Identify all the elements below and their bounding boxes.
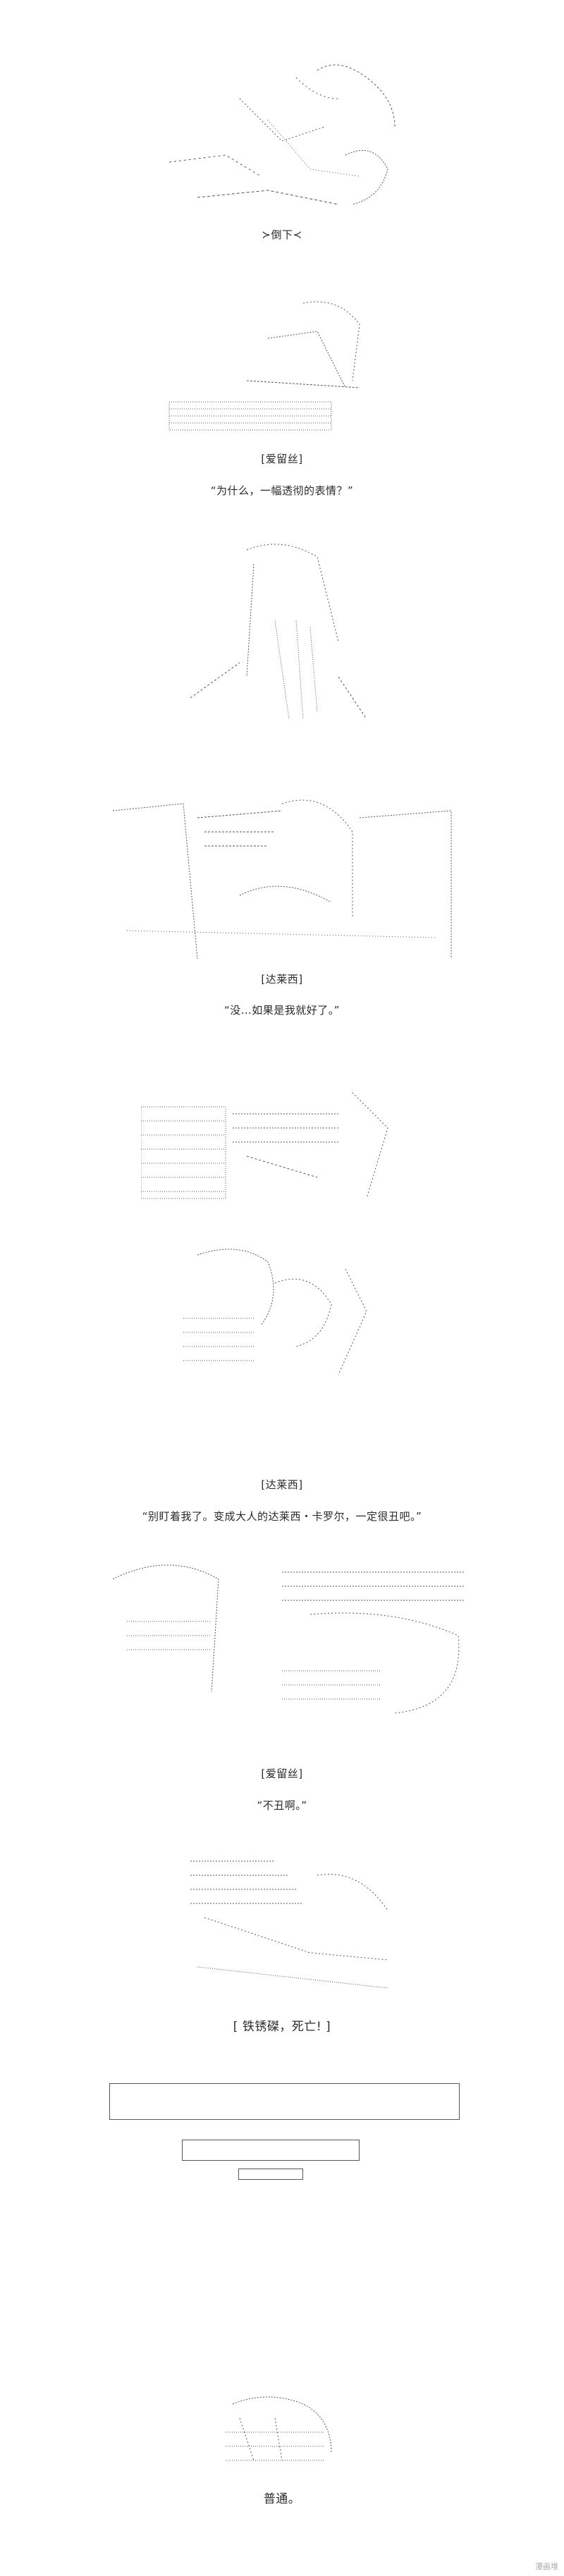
empty-frame-large — [109, 2083, 460, 2120]
speaker-label: [爱留丝] — [261, 1767, 303, 1780]
speaker-label: [爱留丝] — [261, 453, 303, 465]
speaker-label: [达莱西] — [261, 1478, 303, 1491]
caption-fall: ≻倒下≺ — [262, 228, 302, 241]
ascii-art-collapse — [176, 1847, 409, 2002]
empty-frame-small — [238, 2169, 303, 2180]
ascii-art-two-figures — [99, 1551, 479, 1720]
ascii-art-hatched-closeup — [141, 1086, 409, 1213]
ascii-art-face-closeup — [155, 1241, 388, 1396]
dialogue-line: “为什么，一幅透彻的表情？” — [210, 484, 354, 497]
ascii-art-standing-figure — [176, 536, 388, 726]
ascii-art-falling — [155, 56, 423, 226]
ascii-art-small-figure — [212, 2390, 352, 2474]
watermark: 漫画堆 — [535, 2562, 558, 2571]
ascii-art-alice-kneeling — [162, 296, 395, 444]
dialogue-line: “没…如果是我就好了。” — [223, 1004, 341, 1017]
narration-line: [ 铁锈磔，死亡! ] — [233, 2020, 331, 2034]
caption-normal: 普通。 — [263, 2492, 301, 2506]
dialogue-line: “别盯着我了。变成大人的达莱西・卡罗尔，一定很丑吧。” — [142, 1510, 422, 1523]
dialogue-line: “不丑啊。” — [257, 1799, 307, 1812]
speaker-label: [达莱西] — [261, 973, 303, 986]
ascii-art-wide-scene — [99, 790, 465, 966]
empty-frame-medium — [182, 2140, 360, 2161]
